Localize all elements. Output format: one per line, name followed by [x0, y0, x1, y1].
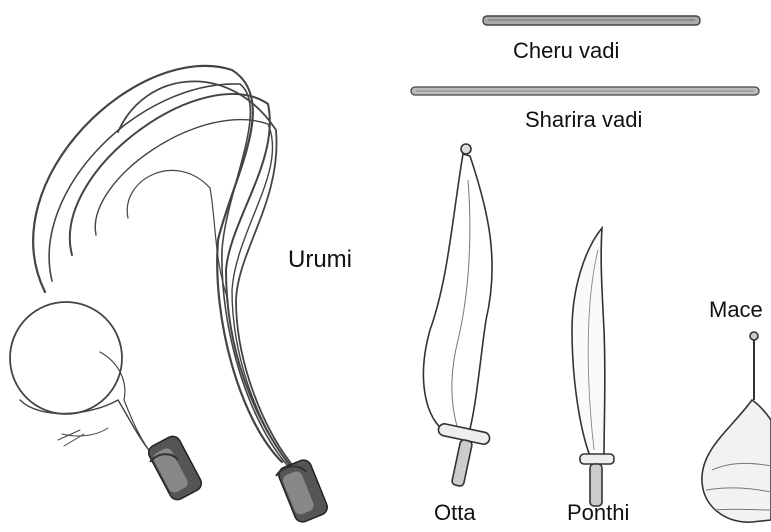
urumi-label: Urumi: [288, 248, 352, 272]
ponthi-label: Ponthi: [567, 502, 629, 524]
otta-label: Otta: [434, 502, 476, 524]
otta-drawing: [423, 144, 492, 487]
sharira-vadi-label: Sharira vadi: [525, 109, 642, 131]
urumi-handle-left: [146, 434, 204, 503]
cheru-vadi-label: Cheru vadi: [513, 40, 619, 62]
mace-label: Mace: [709, 299, 763, 321]
urumi-handle-right: [276, 458, 330, 525]
urumi-drawing: [10, 66, 298, 472]
mace-drawing: [702, 332, 771, 522]
cheru-vadi-stick: [483, 16, 700, 25]
sharira-vadi-stick: [411, 87, 759, 95]
ponthi-drawing: [572, 228, 614, 506]
